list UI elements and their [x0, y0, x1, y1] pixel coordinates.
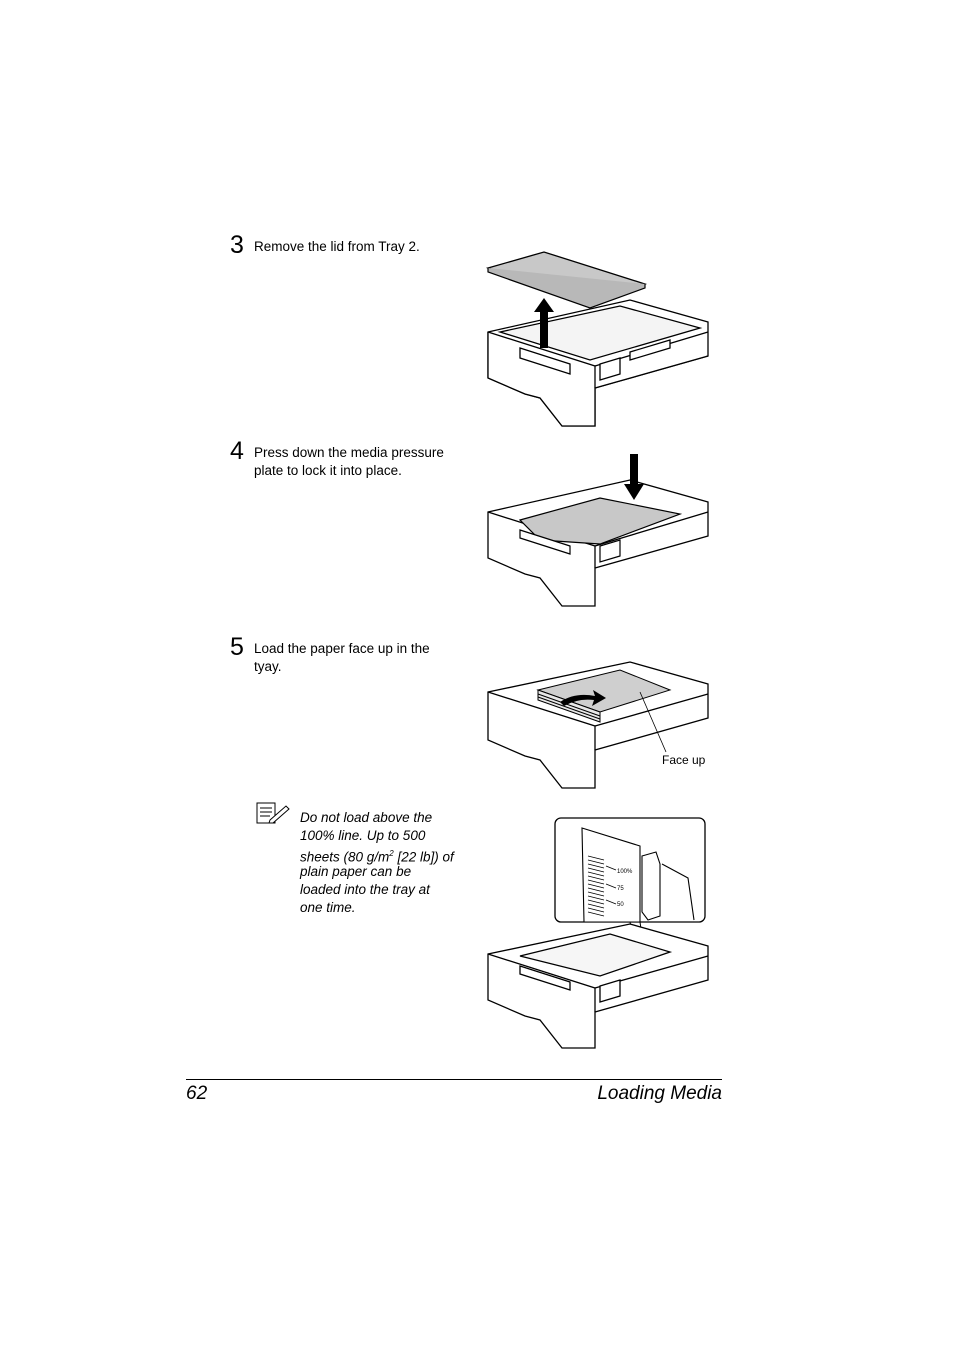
insert-paper-arrow-icon [560, 690, 606, 706]
press-down-arrow-icon [624, 454, 644, 500]
face-up-label: Face up [662, 753, 706, 767]
lift-up-arrow-icon [534, 298, 554, 348]
step-5-number: 5 [230, 633, 244, 661]
press-plate-illustration [487, 454, 709, 607]
step-3-number: 3 [230, 231, 244, 259]
page-number: 62 [186, 1083, 208, 1104]
footer-rule [186, 1079, 722, 1080]
step-4-text-line2: plate to lock it into place. [254, 463, 402, 478]
load-paper-illustration [487, 661, 709, 789]
note-line-5: loaded into the tray at [300, 882, 430, 897]
section-title: Loading Media [597, 1083, 722, 1104]
gauge-75-label: 75 [617, 886, 624, 892]
note-line-4: plain paper can be [300, 864, 412, 879]
step-5-text-line1: Load the paper face up in the [254, 641, 430, 656]
note-line-1: Do not load above the [300, 810, 433, 825]
gauge-50-label: 50 [617, 902, 624, 908]
tray-lid-removal-illustration [485, 251, 709, 427]
note-line-6: one time. [300, 900, 356, 915]
gauge-100-label: 100% [617, 869, 633, 875]
step-3-text: Remove the lid from Tray 2. [254, 239, 420, 254]
note-pencil-icon [256, 802, 290, 824]
note-line-2: 100% line. Up to 500 [300, 828, 426, 843]
note-line-3: sheets (80 g/m2 [22 lb]) of [300, 849, 454, 865]
step-4-text-line1: Press down the media pressure [254, 445, 444, 460]
step-4-number: 4 [230, 437, 244, 465]
paper-limit-gauge-illustration: 100% 75 50 [487, 817, 709, 1049]
step-5-text-line2: tyay. [254, 659, 282, 674]
